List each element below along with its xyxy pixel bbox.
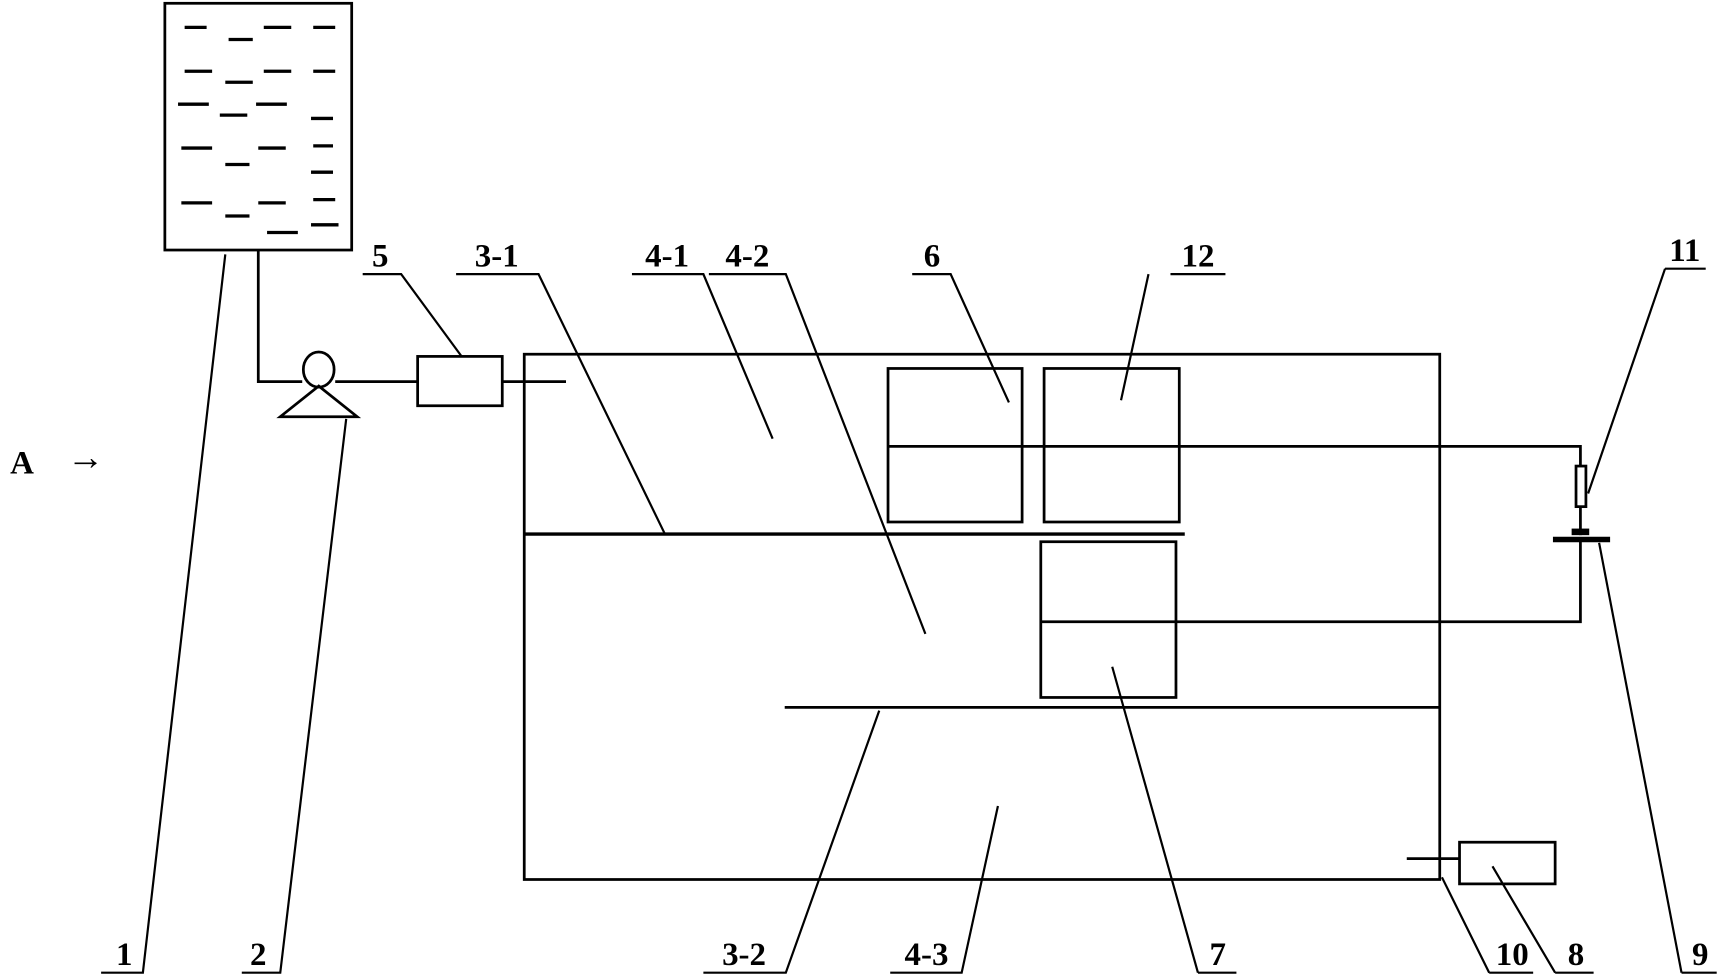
label-3-1: 3-1 [475,239,519,275]
liquid-tank [163,1,354,252]
label-4-1: 4-1 [645,239,689,275]
unit-7-box [1039,540,1178,699]
label-4-3: 4-3 [905,937,949,973]
label-4-2: 4-2 [725,239,769,275]
label-9: 9 [1692,937,1708,973]
label-2: 2 [250,937,266,973]
label-10: 10 [1496,937,1529,973]
label-3-2: 3-2 [722,937,766,973]
main-chamber [522,352,1442,881]
pump-icon [276,350,362,419]
label-6: 6 [924,239,940,275]
feed-pipe [256,250,567,383]
view-arrow-icon: → [67,437,104,478]
plate-9-top [1571,528,1590,536]
label-11: 11 [1669,233,1700,269]
unit-11-component [1574,464,1588,509]
leader-lines [101,254,1717,974]
label-12: 12 [1181,239,1214,275]
label-7: 7 [1209,937,1225,973]
view-label: A [10,446,34,482]
unit-8-box [1458,840,1557,886]
label-1: 1 [116,937,132,973]
label-5: 5 [372,239,388,275]
inlet-unit-5 [416,355,504,408]
label-8: 8 [1568,937,1584,973]
